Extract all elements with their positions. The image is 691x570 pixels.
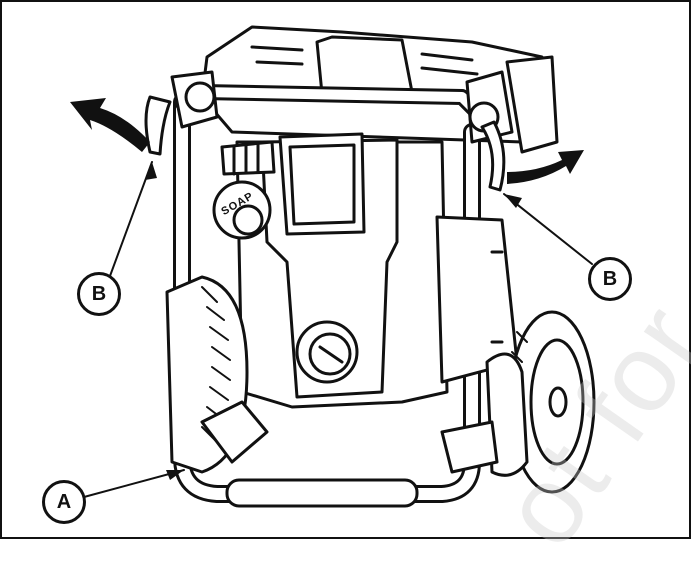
dial-pointer (318, 345, 344, 364)
soap-knob-inner (232, 204, 264, 236)
bottom-grip-bar (225, 478, 419, 508)
leader-line-a (83, 469, 185, 498)
leader-arrowhead-b-right (504, 194, 522, 208)
callout-b-right: B (588, 257, 632, 301)
leader-arrowhead-b-left (145, 162, 157, 180)
left-base-bracket (200, 400, 269, 464)
hose-holder (485, 352, 529, 477)
right-rear-panel (505, 55, 559, 154)
left-wheel-tread (201, 286, 231, 443)
hose-coupling-ribs (232, 142, 260, 176)
top-ridges (250, 45, 479, 76)
right-wheel-hub (548, 386, 568, 418)
right-tank-bracket (490, 250, 504, 344)
callout-b-left: B (77, 272, 121, 316)
left-rotate-arrow (70, 98, 150, 152)
left-latch-knob (184, 81, 216, 113)
right-base-bracket (440, 420, 499, 474)
pressure-washer-illustration (70, 25, 596, 508)
left-latch-lever (144, 95, 172, 156)
top-hood (315, 35, 414, 96)
right-latch-lever (480, 120, 506, 192)
hose-coupling (220, 140, 276, 176)
leader-line-b-right (503, 193, 593, 265)
leader-line-b-left (109, 161, 153, 277)
callout-a: A (42, 480, 86, 524)
label-panel-inner (288, 143, 356, 226)
right-rotate-arrow (507, 150, 584, 184)
leader-arrowhead-a (166, 470, 184, 480)
